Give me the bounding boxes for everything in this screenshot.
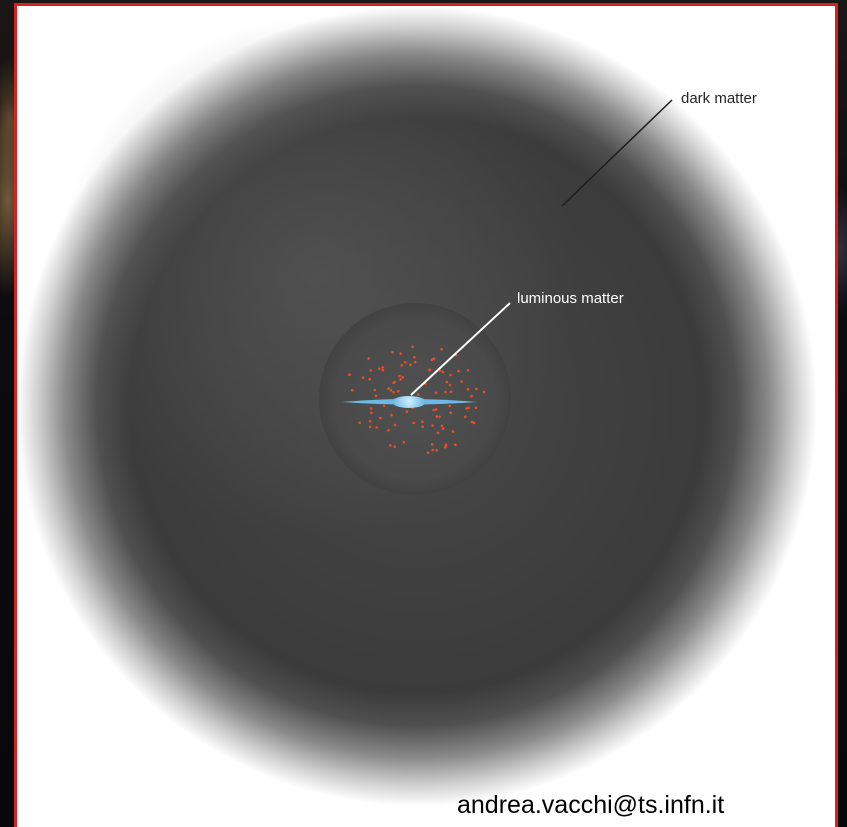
star-dot [399, 352, 402, 355]
star-dot [381, 369, 385, 372]
star-dot [421, 420, 424, 424]
star-dot [467, 406, 471, 410]
star-dot [393, 445, 397, 449]
star-dot [444, 390, 447, 394]
star-dot [382, 404, 386, 408]
star-dot [392, 381, 395, 385]
star-dot [448, 383, 452, 387]
star-dot [435, 448, 439, 452]
star-dot [411, 345, 415, 349]
star-dot [449, 390, 453, 394]
star-dot [401, 375, 405, 379]
star-dot [440, 348, 443, 351]
star-dot [387, 387, 390, 390]
star-dot [435, 408, 438, 411]
star-dot [432, 357, 436, 361]
star-dot [441, 427, 445, 430]
galactic-bulge [392, 396, 426, 408]
star-dot [368, 377, 371, 381]
halo-highlight [57, 16, 577, 536]
author-email: andrea.vacchi@ts.infn.it [457, 791, 725, 819]
star-dot [412, 421, 416, 425]
star-dot [457, 369, 460, 373]
star-dot [466, 387, 470, 391]
star-dot [449, 411, 453, 415]
star-dot [374, 394, 378, 398]
star-dot [370, 411, 373, 415]
star-dot [421, 425, 425, 429]
star-dot [378, 367, 381, 371]
star-dot [428, 368, 432, 372]
star-dot [426, 451, 430, 455]
star-dot [368, 420, 372, 423]
star-dot [399, 378, 402, 381]
star-dot [392, 390, 395, 394]
star-dot [368, 425, 372, 429]
star-dot [454, 443, 457, 447]
star-dot [436, 431, 440, 435]
star-dot [381, 366, 385, 369]
star-dot [379, 416, 382, 420]
star-dot [373, 388, 377, 392]
star-dot [434, 391, 438, 395]
star-dot [460, 380, 463, 383]
star-dot [430, 442, 434, 446]
star-dot [413, 355, 416, 359]
star-dot [402, 440, 406, 444]
star-dot [389, 388, 393, 392]
star-dot [358, 421, 362, 425]
star-dot [470, 420, 474, 424]
star-dot [375, 426, 379, 429]
stellar-halo-stars [348, 345, 486, 455]
star-dot [389, 444, 392, 447]
star-dot [445, 380, 449, 384]
star-dot [409, 363, 412, 367]
luminous-matter-label: luminous matter [517, 290, 624, 307]
star-dot [369, 369, 373, 372]
star-dot [475, 387, 478, 391]
star-dot [393, 423, 397, 427]
star-dot [444, 444, 448, 447]
star-dot [390, 413, 393, 417]
star-dot [464, 415, 467, 419]
star-dot [416, 393, 420, 396]
star-dot [465, 407, 468, 410]
star-dot [361, 376, 365, 379]
star-dot [387, 428, 390, 432]
star-dot [400, 364, 404, 367]
star-dot [440, 424, 444, 428]
star-dot [404, 361, 407, 364]
star-dot [396, 390, 400, 393]
star-dot [367, 357, 370, 360]
dark-matter-halo-diagram [17, 6, 817, 806]
star-dot [482, 390, 486, 394]
dark-matter-label: dark matter [681, 90, 757, 107]
star-dot [441, 370, 445, 374]
star-dot [435, 415, 439, 418]
star-dot [391, 350, 394, 354]
star-dot [348, 373, 351, 377]
star-dot [438, 415, 441, 419]
star-dot [448, 404, 452, 408]
dark-matter-pointer [561, 99, 673, 207]
star-dot [451, 430, 455, 433]
star-dot [466, 369, 470, 372]
star-dot [432, 408, 436, 412]
star-dot [413, 360, 417, 364]
star-dot [449, 373, 452, 377]
star-dot [474, 406, 478, 410]
star-dot [398, 374, 401, 378]
star-dot [431, 424, 434, 427]
star-dot [470, 394, 473, 398]
diagram-panel: dark matter luminous matter andrea.vacch… [14, 3, 838, 827]
star-dot [369, 407, 373, 410]
luminous-matter-pointer [410, 302, 511, 396]
star-dot [431, 448, 435, 452]
star-dot [405, 410, 409, 414]
star-dot [350, 388, 354, 392]
